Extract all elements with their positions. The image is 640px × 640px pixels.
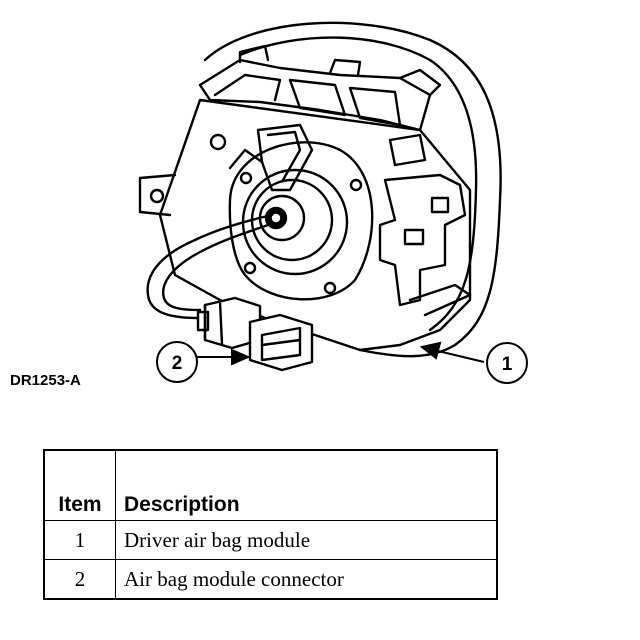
- header-item: Item: [43, 449, 116, 521]
- airbag-connector: [196, 296, 314, 372]
- callout-1-arrowhead: [419, 341, 442, 360]
- table-row: 1 Driver air bag module: [43, 520, 498, 560]
- airbag-module-illustration: 2 1: [138, 21, 528, 384]
- legend-table: Item Description 1 Driver air bag module…: [43, 449, 498, 600]
- right-side-bracket: [378, 133, 472, 317]
- callout-1: 1: [486, 342, 528, 384]
- figure-id: DR1253-A: [10, 372, 81, 389]
- row-item-number: 2: [43, 559, 116, 600]
- mounting-plate: [158, 98, 472, 352]
- callout-2: 2: [156, 341, 198, 383]
- callout-1-leader: [437, 350, 485, 363]
- row-description: Air bag module connector: [115, 559, 498, 600]
- module-shell-outline: [203, 21, 502, 358]
- row-description: Driver air bag module: [115, 520, 498, 560]
- row-item-number: 1: [43, 520, 116, 560]
- header-description: Description: [115, 449, 498, 521]
- wire-retainer-clip: [209, 123, 314, 192]
- legend-header-row: Item Description: [43, 449, 498, 521]
- table-row: 2 Air bag module connector: [43, 559, 498, 600]
- module-shell-inner-edge: [238, 36, 478, 332]
- wiring-harness: [146, 213, 274, 320]
- svg-text:2: 2: [172, 353, 183, 374]
- svg-text:1: 1: [502, 354, 513, 375]
- callout-2-arrowhead: [231, 348, 251, 366]
- left-mounting-tab: [138, 173, 177, 217]
- top-ridge: [198, 44, 442, 132]
